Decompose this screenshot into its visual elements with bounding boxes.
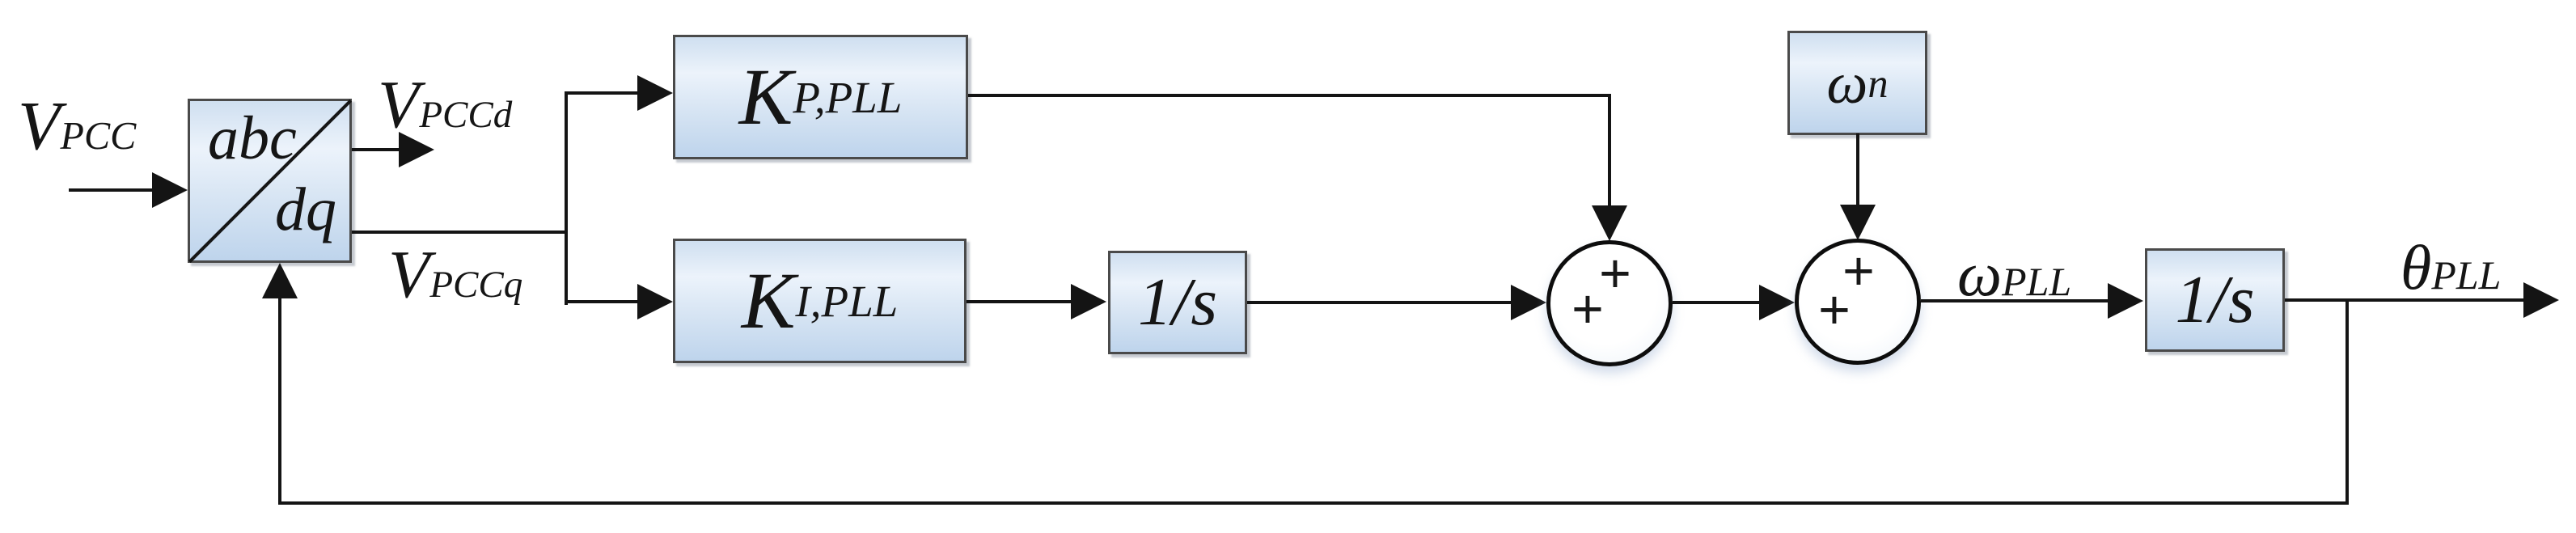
wire-omega-n-drop: [1856, 133, 1859, 208]
block-abc-dq-label-abc: abc: [208, 104, 297, 172]
label-omega-pll-sub: PLL: [2002, 260, 2072, 304]
arrowhead-vpcc-input: [152, 172, 188, 208]
sum2-plus-top: +: [1842, 240, 1875, 302]
block-omega-n-sub: n: [1867, 60, 1889, 106]
label-vpccq: VPCCq: [388, 241, 522, 309]
label-theta-pll-base: θ: [2400, 232, 2432, 302]
arrowhead-into-sum2-left: [1759, 285, 1795, 320]
wire-branch-vertical: [565, 91, 568, 305]
label-theta-pll: θPLL: [2400, 236, 2501, 299]
wire-vpcc-input: [69, 188, 154, 192]
block-ki-label-sub: I,PLL: [795, 276, 899, 326]
label-vpccd-base: V: [378, 67, 420, 142]
block-integrator1-label: 1/s: [1137, 264, 1218, 340]
wire-ki-input: [565, 300, 639, 303]
arrowhead-ki-input: [637, 284, 673, 319]
sum1-plus-left: +: [1571, 278, 1604, 340]
block-kp-label-base: K: [738, 52, 793, 142]
arrowhead-into-sum2-top: [1840, 205, 1876, 240]
block-abc-dq-transform: abc dq: [188, 99, 352, 263]
summing-junction-2: + +: [1795, 239, 1921, 365]
block-integrator-1: 1/s: [1108, 251, 1247, 354]
block-abc-dq-label-dq: dq: [275, 176, 336, 243]
block-ki-label-base: K: [741, 256, 796, 345]
label-vpccd: VPCCd: [378, 71, 512, 139]
arrowhead-into-sum1-left: [1511, 285, 1546, 320]
label-vpccq-base: V: [388, 237, 430, 312]
arrowhead-vpccd-output: [399, 132, 434, 167]
wire-kp-input: [565, 91, 639, 95]
label-vpcc: VPCC: [18, 91, 136, 160]
arrowhead-feedback-into-abcdq: [262, 263, 298, 298]
wire-ki-output: [967, 300, 1072, 303]
sum2-plus-left: +: [1818, 279, 1851, 341]
wire-feedback-down: [2345, 298, 2349, 505]
label-vpcc-base: V: [18, 87, 61, 164]
arrowhead-into-sum1-top: [1592, 205, 1627, 241]
label-theta-pll-sub: PLL: [2431, 253, 2502, 298]
label-omega-pll-base: ω: [1957, 239, 2003, 309]
block-kp-label-sub: P,PLL: [793, 72, 903, 122]
label-vpcc-sub: PCC: [60, 115, 137, 158]
wire-sum2-output: [1921, 299, 2109, 302]
wire-kp-output-vertical: [1608, 94, 1611, 207]
arrowhead-theta-output: [2523, 282, 2559, 318]
wire-integrator1-output: [1247, 301, 1512, 304]
label-omega-pll: ωPLL: [1957, 243, 2071, 306]
wire-vpccq: [352, 231, 568, 234]
arrowhead-integrator2-input: [2108, 283, 2143, 319]
wire-sum1-output: [1673, 301, 1760, 304]
label-vpccq-sub: PCCq: [429, 264, 523, 306]
wire-feedback-up: [278, 296, 281, 505]
wire-theta-output: [2285, 298, 2524, 302]
summing-junction-1: + +: [1546, 240, 1673, 366]
sum1-plus-top: +: [1599, 243, 1631, 304]
arrowhead-integrator1-input: [1071, 284, 1106, 319]
block-omega-n-base: ω: [1826, 50, 1868, 116]
block-integrator2-label: 1/s: [2175, 262, 2255, 337]
label-vpccd-sub: PCCd: [419, 94, 513, 136]
wire-kp-output-horizontal: [968, 94, 1611, 97]
block-integrator-2: 1/s: [2145, 248, 2285, 352]
wire-feedback-bottom: [278, 501, 2349, 505]
arrowhead-kp-input: [637, 75, 673, 111]
wire-vpccd-output: [352, 148, 402, 151]
